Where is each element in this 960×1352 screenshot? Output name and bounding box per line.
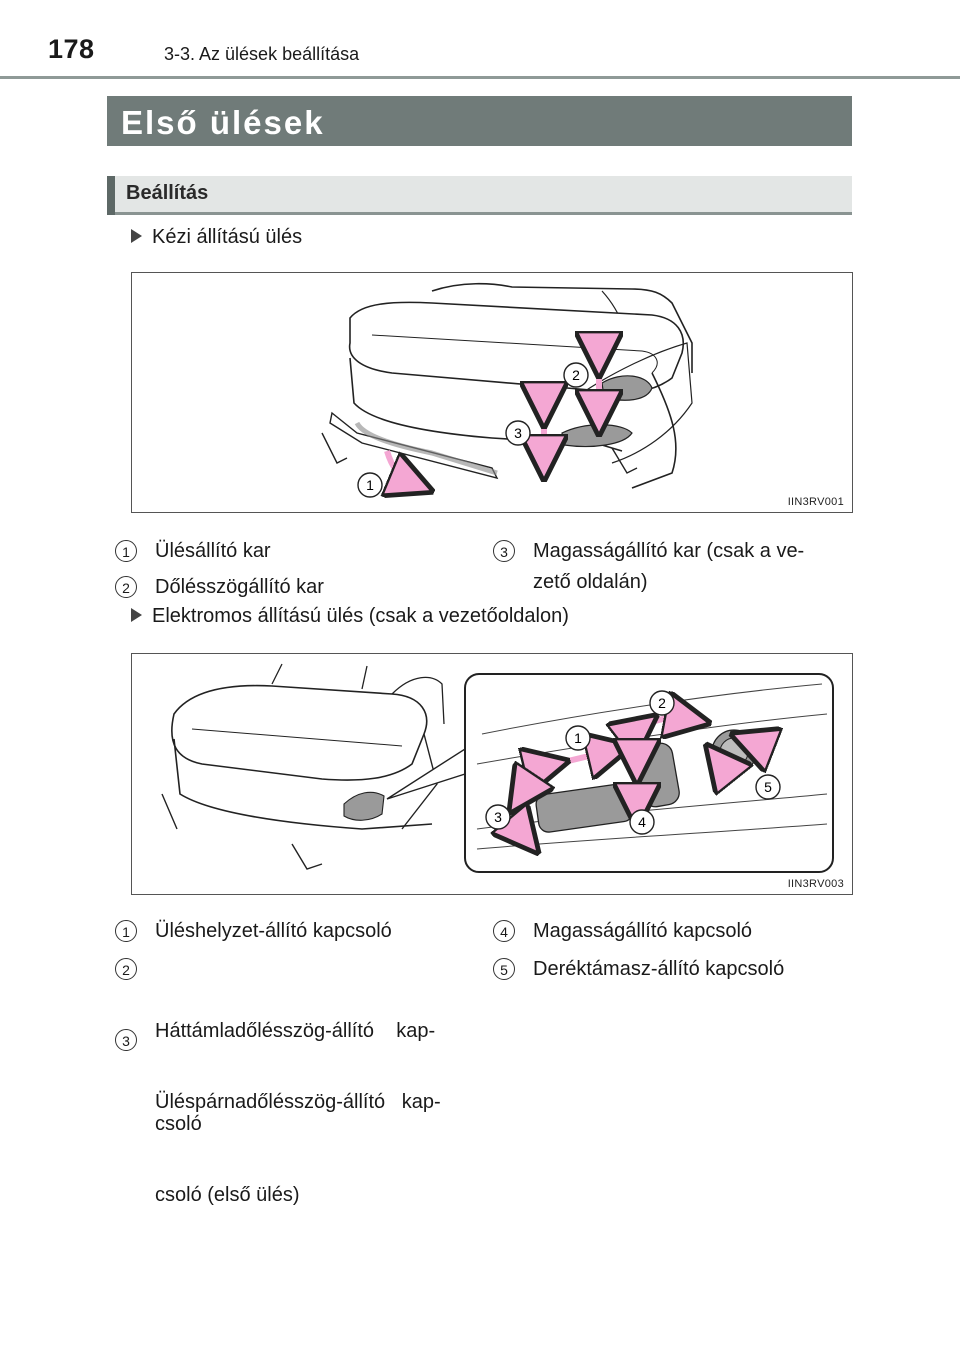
figure-label-1: 1	[357, 472, 383, 498]
figure-code: IIN3RV003	[787, 878, 844, 890]
legend-number: 1	[115, 920, 137, 942]
power-seat-figure: 1 2 3 4 5 IIN3RV003	[131, 653, 853, 895]
power-seat-illustration: 1 2 3 4 5	[161, 663, 834, 873]
manual-seat-heading: Kézi állítású ülés	[131, 226, 302, 249]
figure-label-3: 3	[485, 804, 511, 830]
legend-number: 3	[493, 540, 515, 562]
legend-number: 2	[115, 958, 137, 980]
section-reference: 3-3. Az ülések beállítása	[164, 44, 360, 64]
subsection-title: Beállítás	[126, 182, 209, 204]
figure-code: IIN3RV001	[787, 496, 844, 508]
figure-label-3: 3	[505, 420, 531, 446]
section-title: Első ülések	[121, 104, 325, 141]
figure-label-2: 2	[649, 690, 675, 716]
subsection-bar: Beállítás	[107, 176, 852, 215]
svg-text:4: 4	[638, 814, 646, 830]
svg-text:1: 1	[574, 730, 582, 746]
svg-text:5: 5	[764, 779, 772, 795]
legend-number: 1	[115, 540, 137, 562]
legend-number: 3	[115, 1029, 137, 1051]
page-number: 178	[48, 34, 95, 64]
manual-seat-illustration: 1 2 3	[321, 282, 693, 512]
legend-number: 5	[493, 958, 515, 980]
svg-text:3: 3	[514, 425, 522, 441]
figure-label-1: 1	[565, 725, 591, 751]
subsection-accent	[107, 176, 115, 215]
figure-label-5: 5	[755, 774, 781, 800]
manual-seat-figure: 1 2 3 IIN3RV001	[131, 272, 853, 513]
legend-number: 4	[493, 920, 515, 942]
svg-text:1: 1	[366, 477, 374, 493]
bullet-triangle-icon	[131, 228, 142, 243]
header-rule	[0, 76, 960, 79]
legend-number: 2	[115, 576, 137, 598]
bullet-triangle-icon	[131, 607, 142, 622]
svg-text:2: 2	[658, 695, 666, 711]
power-seat-heading: Elektromos állítású ülés (csak a vezetőo…	[131, 605, 569, 628]
svg-text:2: 2	[572, 367, 580, 383]
figure-label-4: 4	[629, 809, 655, 835]
section-title-bar: Első ülések	[107, 96, 852, 146]
figure-label-2: 2	[563, 362, 589, 388]
svg-text:3: 3	[494, 809, 502, 825]
page-header: 178 3-3. Az ülések beállítása	[0, 0, 960, 80]
